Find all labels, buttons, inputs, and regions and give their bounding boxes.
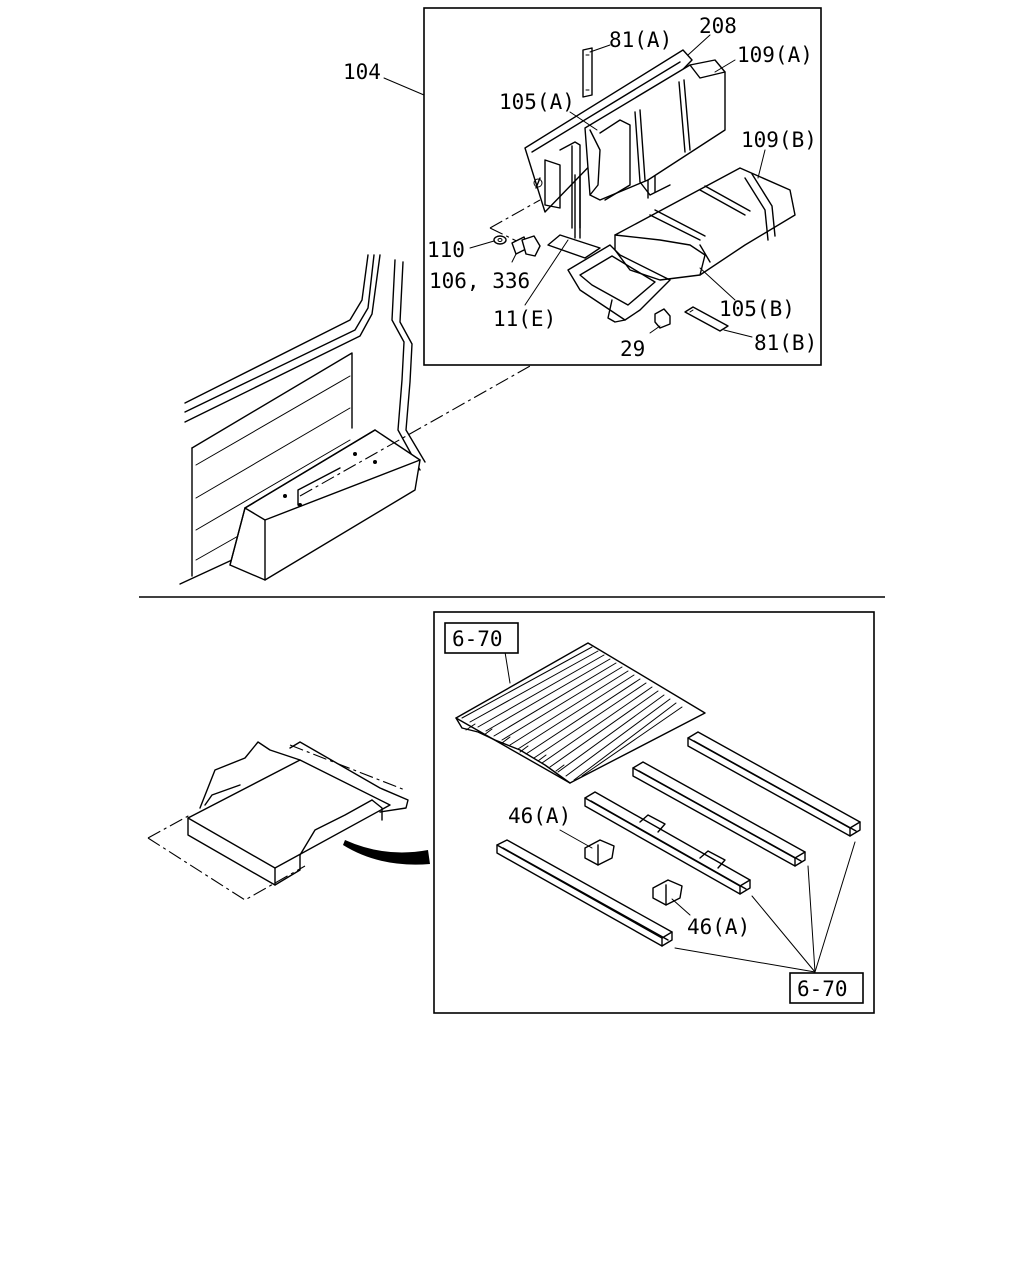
ref-6-70-bottom: 6-70 [797, 977, 848, 1001]
callout-11e: 11(E) [493, 307, 556, 331]
ref-6-70-top: 6-70 [452, 627, 503, 651]
ref-box-top [444, 622, 519, 654]
seat-back-assembly [489, 47, 726, 251]
callout-105a: 105(A) [499, 90, 575, 114]
seat-cushion-assembly [547, 167, 796, 332]
seat-base-box [229, 429, 421, 581]
callout-106-336: 106, 336 [429, 269, 530, 293]
lower-leaders [504, 651, 856, 973]
callout-29: 29 [620, 337, 645, 361]
callout-81a: 81(A) [609, 28, 672, 52]
hardware-fasteners [493, 235, 541, 257]
van-side-wall [179, 254, 426, 585]
ref-box-bottom [789, 972, 864, 1004]
callout-208: 208 [699, 14, 737, 38]
callout-46a-1: 46(A) [508, 804, 571, 828]
floor-mat [455, 642, 706, 784]
callout-46a-2: 46(A) [687, 915, 750, 939]
brackets-46a [584, 839, 683, 906]
callout-104: 104 [343, 60, 381, 84]
upper-leaders [383, 34, 766, 338]
upper-assembly: 104 81(A) 208 109(A) 105(A) 109(B) 110 1… [179, 7, 822, 585]
lower-detail-frame [433, 611, 875, 1014]
floor-rails [496, 731, 861, 947]
callout-105b: 105(B) [719, 297, 795, 321]
callout-109a: 109(A) [737, 43, 813, 67]
callout-109b: 109(B) [741, 128, 817, 152]
callout-81b: 81(B) [754, 331, 817, 355]
lower-assembly: 6-70 6-70 46(A) 46(A) [147, 611, 875, 1014]
floor-overview [147, 741, 430, 901]
callout-110: 110 [427, 238, 465, 262]
